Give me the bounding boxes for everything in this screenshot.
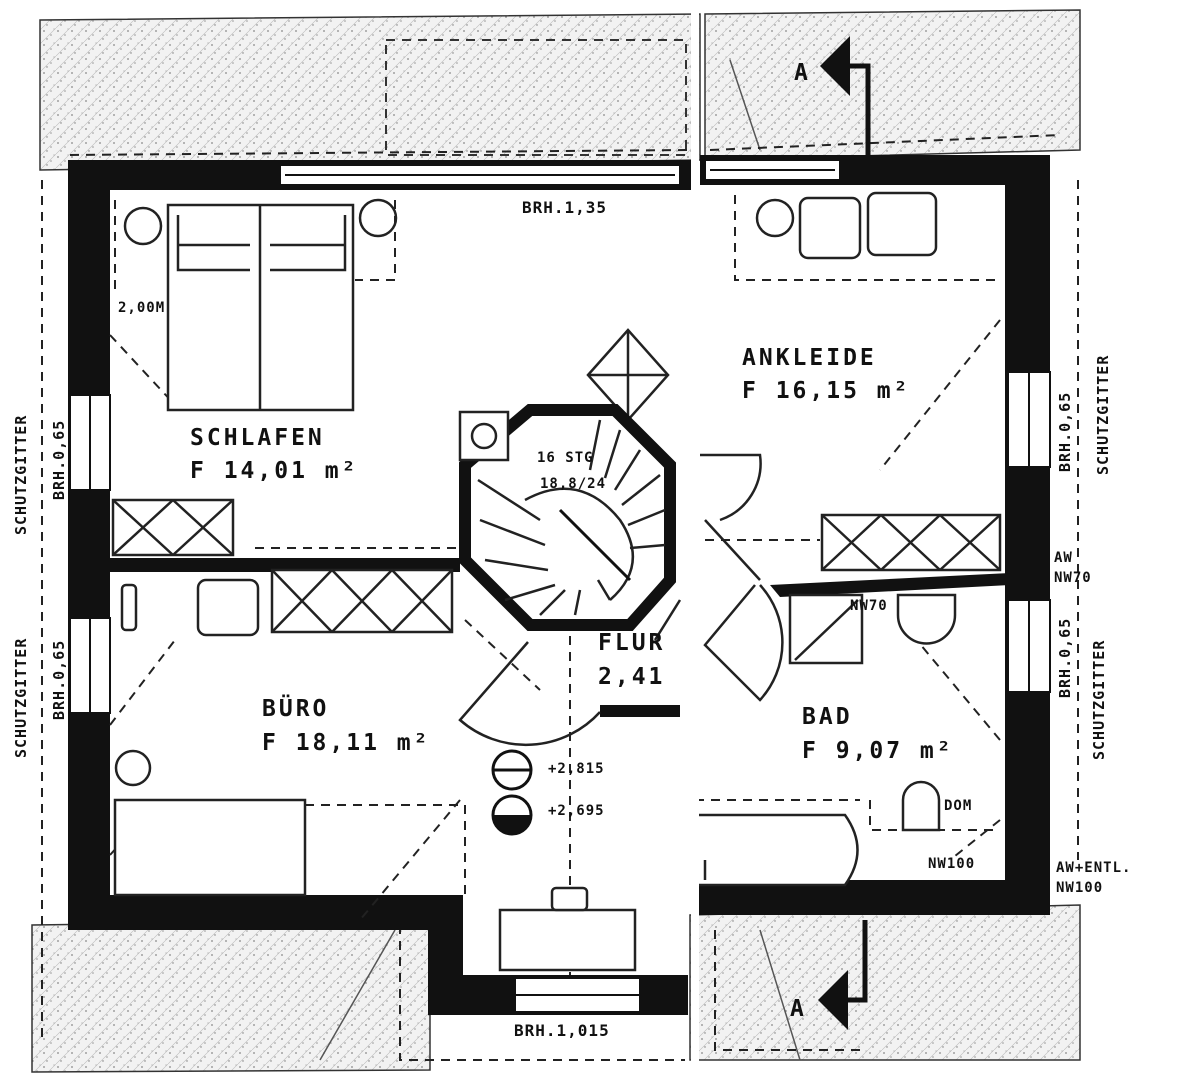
- room-area-ankleide: F 16,15 m²: [742, 378, 910, 404]
- aw-entl-label: AW+ENTL.: [1056, 860, 1131, 876]
- aw-label: AW: [1054, 550, 1073, 566]
- left-upper-schutzgitter: SCHUTZGITTER: [12, 415, 30, 535]
- room-area-schlafen: F 14,01 m²: [190, 458, 358, 484]
- room-area-flur: 2,41: [598, 664, 665, 690]
- office-chair: [196, 578, 260, 637]
- flur-stool: [550, 886, 589, 912]
- window-left-upper-brh: BRH.0,65: [50, 420, 68, 500]
- aw-entl-nw100-label: NW100: [1056, 880, 1103, 896]
- level-label-2: +2,695: [548, 803, 605, 819]
- toilet: [901, 780, 941, 832]
- window-right-lower-brh: BRH.0,65: [1056, 618, 1074, 698]
- room-name-ankleide: ANKLEIDE: [742, 345, 877, 371]
- window-right-upper-brh: BRH.0,65: [1056, 392, 1074, 472]
- level-label-1: +2,815: [548, 761, 605, 777]
- room-area-bad: F 9,07 m²: [802, 738, 954, 764]
- section-arrow-top: [820, 36, 871, 160]
- window-top-brh: BRH.1,35: [522, 198, 607, 217]
- window-left-lower-brh: BRH.0,65: [50, 640, 68, 720]
- room-name-bad: BAD: [802, 704, 853, 730]
- window-bottom-brh: BRH.1,015: [514, 1021, 610, 1040]
- bathtub: [693, 813, 859, 887]
- washbasin: [896, 593, 957, 645]
- room-name-schlafen: SCHLAFEN: [190, 425, 325, 451]
- left-lower-schutzgitter: SCHUTZGITTER: [12, 638, 30, 758]
- nightstand-lamp-right: [358, 198, 398, 238]
- windows: [69, 159, 1051, 1013]
- room-name-buero: BÜRO: [262, 694, 329, 722]
- wardrobe-schlafen: [111, 498, 235, 557]
- bed-length-label: 2,00M: [118, 300, 165, 316]
- section-arrow-bottom: [818, 920, 868, 1030]
- desk: [113, 798, 307, 897]
- shower: [788, 593, 864, 665]
- wc-dim-label: DOM: [944, 798, 972, 814]
- level-markers: [491, 749, 533, 836]
- roof-outline: [41, 134, 1079, 1061]
- ankleide-clearance-line: [734, 195, 998, 281]
- flur-table: [498, 908, 637, 972]
- shower-pipe-label: NW70: [850, 598, 888, 614]
- stair-steps-label: 16 STG: [537, 450, 594, 466]
- desk-clearance-line: [305, 804, 466, 900]
- aw-nw70-label: NW70: [1054, 570, 1092, 586]
- stair-ratio-label: 18,8/24: [540, 476, 606, 492]
- right-upper-schutzgitter: SCHUTZGITTER: [1094, 355, 1112, 475]
- wc-pipe-label: NW100: [928, 856, 975, 872]
- ankleide-lamp: [755, 198, 795, 238]
- door-swings: [458, 453, 784, 747]
- wardrobe-buero: [270, 568, 454, 634]
- nightstand-lamp-left: [123, 206, 163, 246]
- right-lower-schutzgitter: SCHUTZGITTER: [1090, 640, 1108, 760]
- wardrobe-ankleide: [820, 513, 1002, 572]
- bed: [166, 203, 355, 412]
- room-name-flur: FLUR: [598, 630, 665, 656]
- section-label-bottom: A: [790, 996, 807, 1022]
- section-label-top: A: [794, 60, 811, 86]
- armchairs: [798, 191, 938, 260]
- bed-clearance-line: [114, 200, 396, 290]
- buero-lamp: [114, 749, 152, 787]
- staircase: [458, 404, 676, 631]
- roof-hatch-areas: [31, 9, 1081, 1073]
- radiator: [120, 583, 138, 632]
- bad-clearance-line: [695, 799, 1000, 831]
- room-area-buero: F 18,11 m²: [262, 730, 430, 756]
- chimney: [458, 410, 510, 462]
